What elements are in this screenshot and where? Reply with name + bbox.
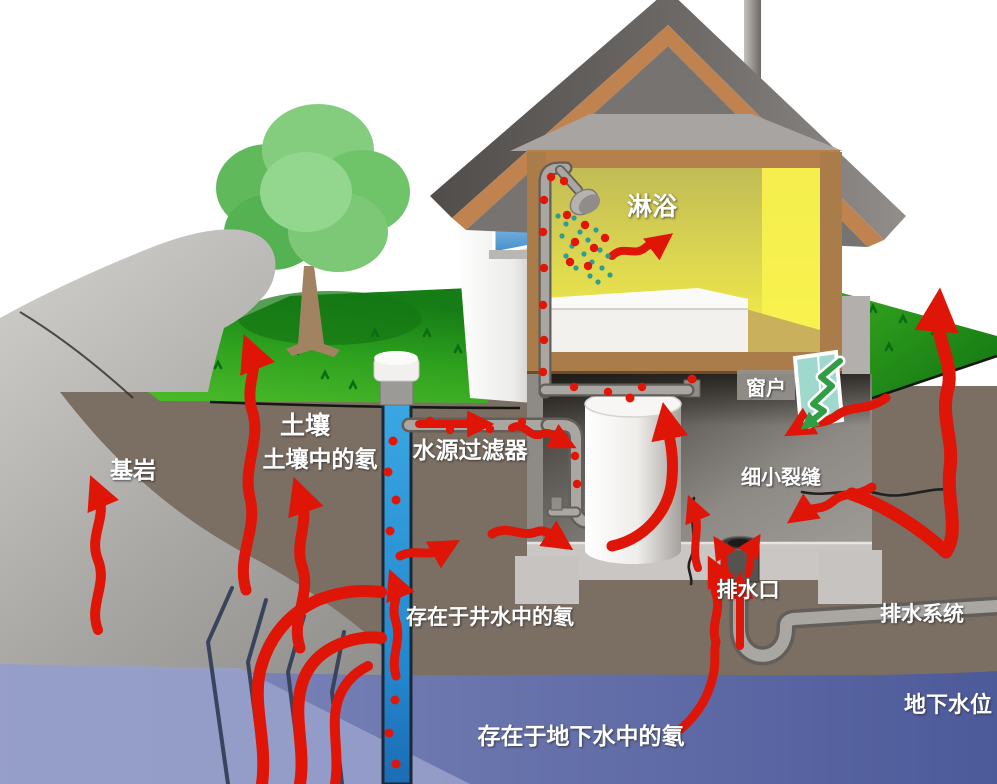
floor-band (527, 352, 842, 374)
radon-arrows (87, 233, 959, 784)
bathtub (545, 288, 748, 352)
label-water-table: 地下水位 (904, 692, 992, 718)
attic-floor (510, 114, 843, 151)
label-soil: 土壤 (280, 411, 331, 440)
label-window: 窗户 (746, 376, 786, 400)
shower-spray (555, 213, 613, 285)
label-soil-radon: 土壤中的氡 (263, 446, 378, 473)
bedrock-region (0, 229, 480, 784)
groundwater-region (0, 664, 997, 784)
label-small-cracks: 细小裂缝 (741, 465, 821, 489)
label-groundwater-radon: 存在于地下水中的氡 (478, 723, 685, 750)
tree-shadow (238, 291, 422, 345)
submerged-bedrock (0, 664, 470, 784)
footing-left (515, 556, 579, 604)
label-drain: 排水口 (717, 578, 780, 602)
shower-head (569, 188, 601, 216)
footing-right (818, 550, 882, 604)
label-shower: 淋浴 (627, 192, 678, 221)
label-well-water-radon: 存在于井水中的氡 (406, 605, 574, 629)
label-water-filter: 水源过滤器 (413, 438, 529, 464)
label-drain-system: 排水系统 (880, 602, 964, 626)
radon-particles (383, 172, 697, 769)
house-frame (527, 150, 842, 375)
window-draft-arrow (800, 355, 846, 430)
window-sill (489, 250, 534, 259)
wall-crack (800, 487, 954, 497)
tree (216, 104, 410, 357)
label-bedrock: 基岩 (110, 458, 156, 484)
